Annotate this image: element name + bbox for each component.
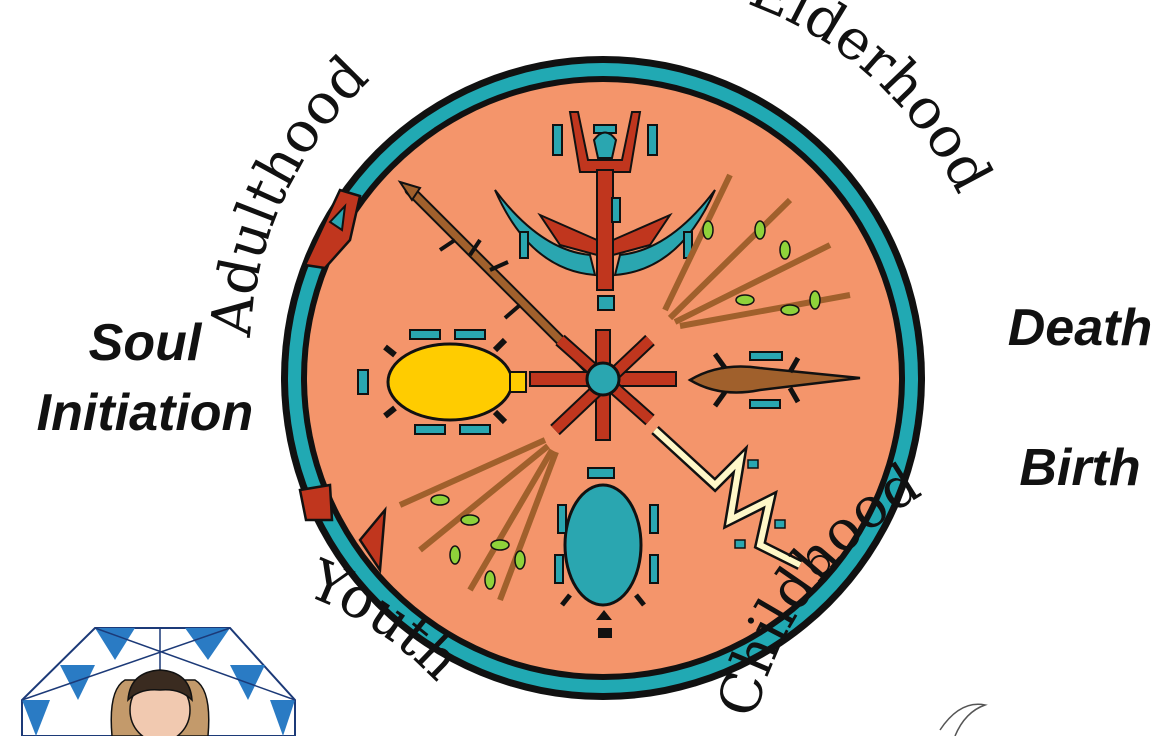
- swirl-decoration-icon: [940, 704, 985, 736]
- transition-label-death: Death: [1008, 299, 1152, 357]
- quilt-avatar-icon: [22, 628, 295, 736]
- transition-label-initiation: Initiation: [37, 384, 254, 442]
- transition-label-soul: Soul: [89, 314, 203, 372]
- transition-label-birth: Birth: [1019, 439, 1140, 497]
